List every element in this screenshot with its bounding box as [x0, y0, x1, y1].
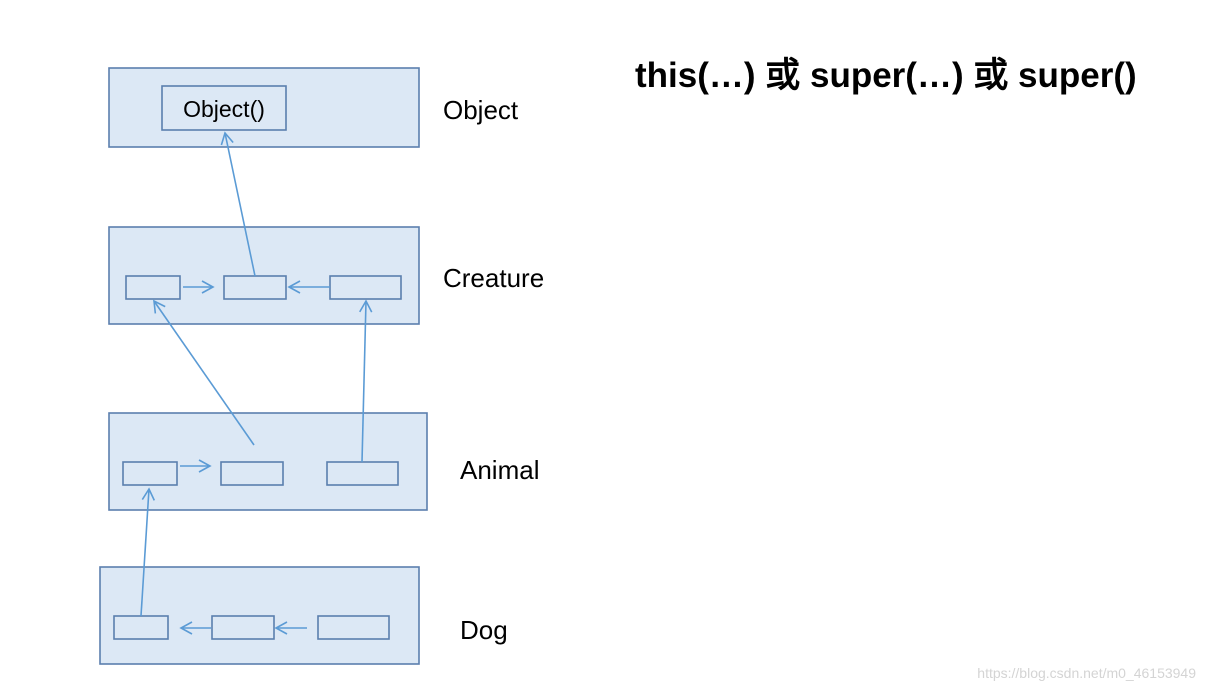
animal-constructor-3	[326, 461, 399, 486]
creature-constructor-3	[329, 275, 402, 300]
animal-layer-label: Animal	[460, 455, 539, 485]
object-constructor-label: Object()	[183, 96, 265, 122]
arrow-animal-3-to-creature-3	[359, 299, 373, 463]
arrow-animal-2-to-creature-1	[153, 299, 255, 446]
dog-constructor-3	[317, 615, 390, 640]
arrow-creature-2-to-object	[220, 131, 256, 277]
source-watermark: https://blog.csdn.net/m0_46153949	[977, 665, 1196, 681]
animal-constructor-2	[220, 461, 284, 486]
dog-constructor-2	[211, 615, 275, 640]
creature-constructor-2	[223, 275, 287, 300]
constructor-call-heading: this(…) 或 super(…) 或 super()	[635, 56, 1137, 95]
object-constructor-box	[161, 85, 287, 131]
dog-layer-label: Dog	[460, 615, 508, 645]
dog-constructor-1	[113, 615, 169, 640]
creature-constructor-1	[125, 275, 181, 300]
arrow-dog-1-to-animal-1	[140, 487, 156, 617]
animal-constructor-1	[122, 461, 178, 486]
object-layer-label: Object	[443, 95, 519, 125]
creature-layer-label: Creature	[443, 263, 544, 293]
